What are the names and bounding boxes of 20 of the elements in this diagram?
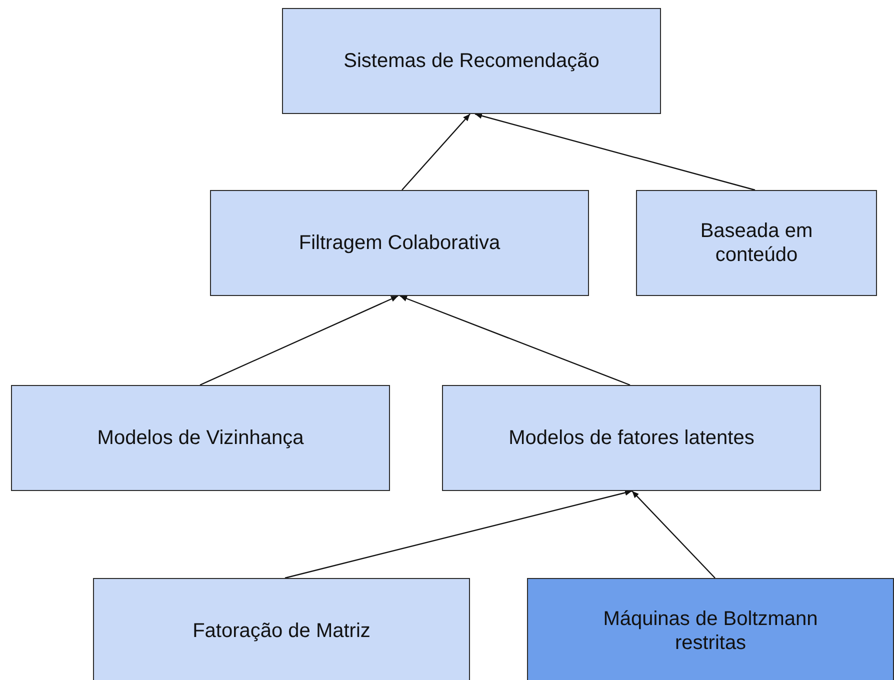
- process-box: [93, 578, 470, 680]
- arrow: [402, 114, 470, 190]
- arrow: [474, 112, 756, 191]
- node-label: Modelos de fatores latentes: [508, 426, 754, 450]
- process-box: [442, 385, 821, 491]
- node-label: Máquinas de Boltzmann restritas: [602, 607, 819, 655]
- arrow: [632, 490, 716, 578]
- process-box: [11, 385, 390, 491]
- node-label: Modelos de Vizinhança: [97, 426, 304, 450]
- process-box: [282, 8, 661, 114]
- arrow: [284, 490, 632, 579]
- process-box: [636, 190, 877, 296]
- node-label: Baseada em conteúdo: [699, 219, 814, 267]
- process-box: [210, 190, 589, 296]
- process-box: [527, 578, 894, 680]
- arrow: [200, 295, 398, 386]
- arrow: [400, 295, 630, 386]
- node-label: Sistemas de Recomendação: [344, 49, 600, 73]
- node-label: Fatoração de Matriz: [192, 619, 370, 643]
- node-label: Filtragem Colaborativa: [298, 231, 500, 255]
